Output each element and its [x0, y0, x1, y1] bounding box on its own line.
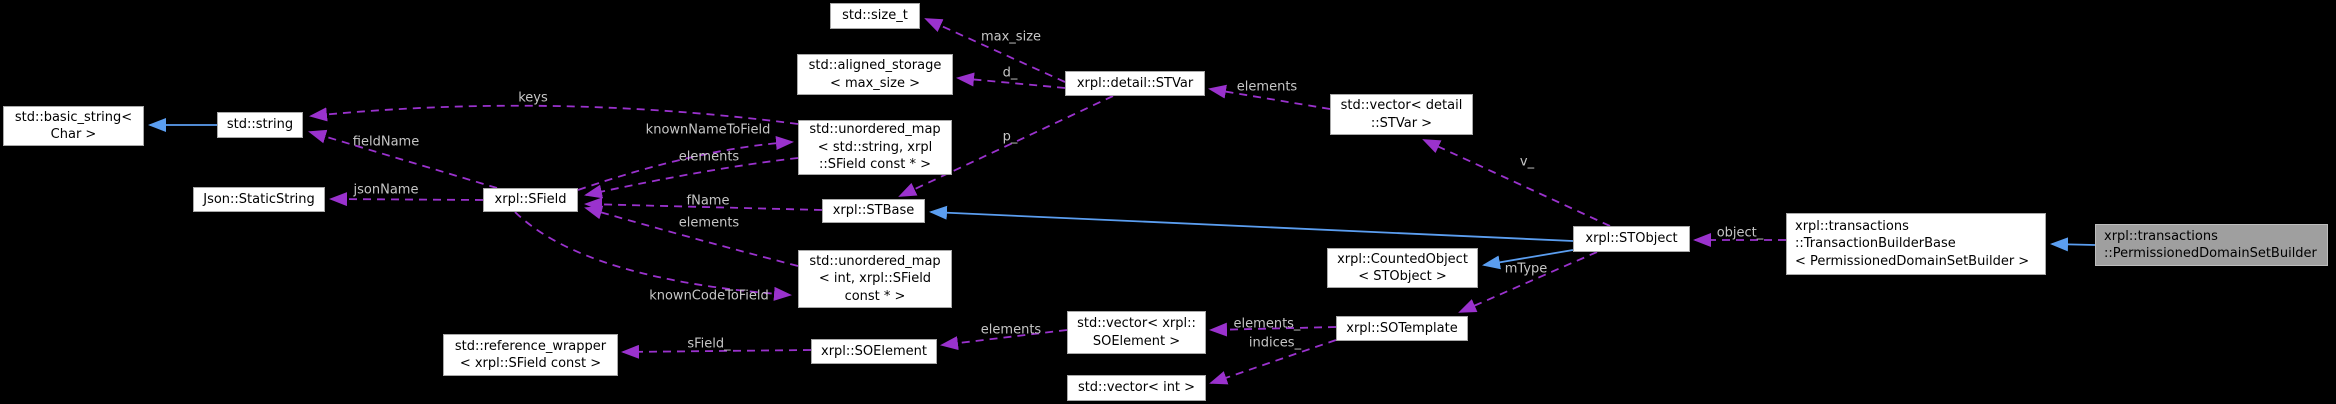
node-xrpl-detail-stvar[interactable]: xrpl::detail::STVar	[1065, 71, 1205, 96]
edge-p	[898, 95, 1114, 197]
edge-mtype	[1458, 251, 1598, 313]
edge-fname	[584, 197, 823, 212]
node-std-basic-string[interactable]: std::basic_string< Char >	[3, 106, 144, 146]
node-std-unordered-map-int-sfield[interactable]: std::unordered_map < int, xrpl::SField c…	[798, 250, 952, 308]
edge-stobject-to-stbase	[929, 205, 1574, 242]
node-xrpl-soelement[interactable]: xrpl::SOElement	[811, 339, 937, 364]
node-std-vector-detail-stvar[interactable]: std::vector< detail ::STVar >	[1330, 94, 1473, 135]
edge-maxsize	[924, 18, 1066, 83]
edge-knowncodetofield	[514, 211, 792, 301]
node-xrpl-stobject[interactable]: xrpl::STObject	[1573, 226, 1690, 252]
node-xrpl-sotemplate[interactable]: xrpl::SOTemplate	[1336, 316, 1468, 341]
edge-knownnametofield	[577, 136, 794, 191]
edge-elements-vectorstvar	[1208, 84, 1331, 110]
node-std-size-t[interactable]: std::size_t	[830, 3, 920, 29]
edge-d	[956, 72, 1066, 89]
node-std-vector-int[interactable]: std::vector< int >	[1067, 375, 1206, 401]
edge-sfield-member	[621, 344, 812, 359]
node-xrpl-sfield[interactable]: xrpl::SField	[483, 188, 578, 212]
node-xrpl-stbase[interactable]: xrpl::STBase	[822, 199, 925, 223]
edge-jsonname	[329, 192, 484, 207]
edge-stobject-to-countedobject	[1482, 249, 1574, 270]
edge-v	[1422, 139, 1611, 227]
node-std-reference-wrapper-sfield[interactable]: std::reference_wrapper < xrpl::SField co…	[443, 334, 618, 376]
node-xrpl-transactionbuilderbase[interactable]: xrpl::transactions ::TransactionBuilderB…	[1786, 213, 2046, 275]
node-std-aligned-storage[interactable]: std::aligned_storage < max_size >	[797, 54, 953, 95]
edge-fieldname	[308, 129, 498, 189]
edge-indices	[1209, 339, 1337, 385]
edge-pdsb-to-txbuilderbase	[2050, 237, 2096, 252]
edge-elements-mapcode	[584, 205, 799, 267]
edge-elements-sotemplate	[1209, 322, 1337, 337]
edge-elements-mapname	[584, 157, 799, 199]
node-std-unordered-map-string-sfield[interactable]: std::unordered_map < std::string, xrpl :…	[798, 120, 952, 175]
edge-keys	[309, 104, 799, 125]
node-std-string[interactable]: std::string	[217, 112, 303, 138]
node-xrpl-permissioneddomainsetbuilder[interactable]: xrpl::transactions ::PermissionedDomainS…	[2095, 224, 2328, 266]
node-json-staticstring[interactable]: Json::StaticString	[193, 187, 325, 212]
node-xrpl-countedobject-stobject[interactable]: xrpl::CountedObject < STObject >	[1327, 248, 1478, 288]
edge-elements-vectorsoelement	[940, 329, 1068, 351]
node-std-vector-soelement[interactable]: std::vector< xrpl:: SOElement >	[1067, 311, 1206, 354]
